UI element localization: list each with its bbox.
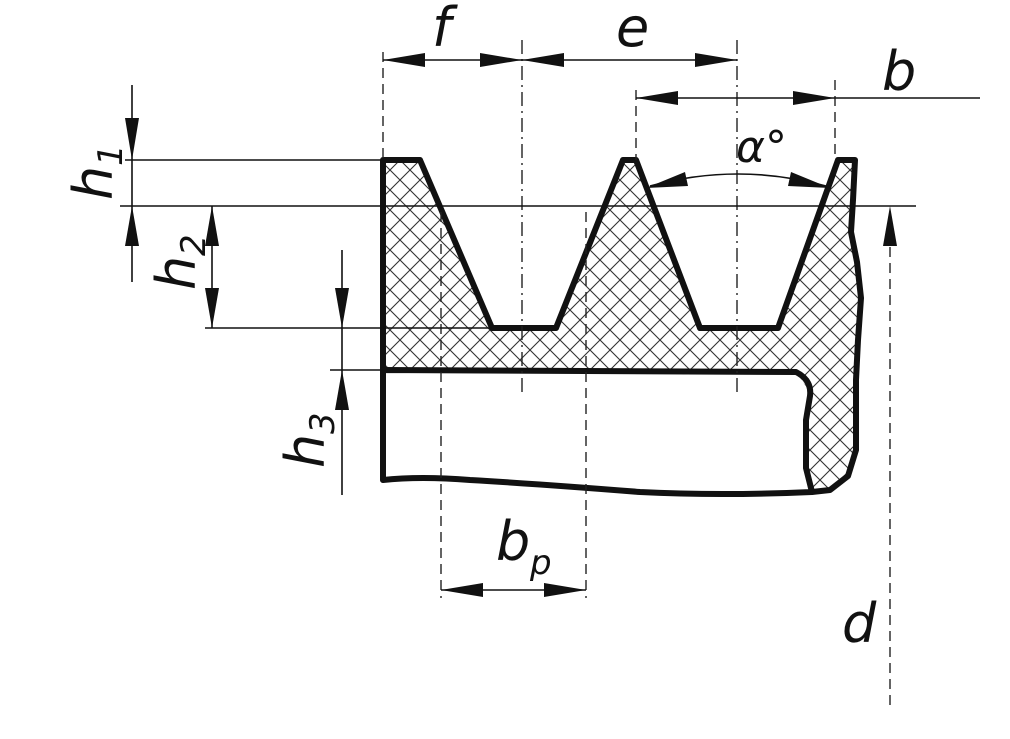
dim-h2-arrow-bottom — [205, 288, 219, 328]
dim-bp-arrow-left — [441, 583, 483, 597]
rim-outline — [380, 157, 864, 495]
dim-h3-arrow-bottom — [335, 370, 349, 410]
dim-alpha-arrow-right — [788, 172, 830, 188]
label-d: d — [842, 592, 877, 655]
label-h2: h 2 — [145, 234, 214, 290]
svg-text:h: h — [274, 434, 337, 468]
label-alpha: α° — [736, 122, 787, 173]
label-f: f — [432, 0, 458, 59]
dim-h1-arrow-bottom — [125, 206, 139, 246]
dim-h3-arrow-top — [335, 288, 349, 328]
dim-d-arrow — [883, 206, 897, 246]
svg-text:h: h — [145, 256, 208, 290]
svg-text:1: 1 — [91, 144, 131, 166]
svg-text:h: h — [62, 166, 125, 200]
svg-text:2: 2 — [174, 234, 214, 256]
dim-h1-arrow-top — [125, 118, 139, 160]
rim-section — [383, 160, 861, 492]
svg-text:p: p — [529, 543, 552, 583]
label-e: e — [616, 0, 649, 59]
label-bp: b p — [496, 510, 552, 583]
dim-h2-arrow-top — [205, 206, 219, 246]
dim-b-arrow-left — [636, 91, 678, 105]
dim-f-arrow-right — [480, 53, 522, 67]
dim-bp-arrow-right — [544, 583, 586, 597]
label-h1: h 1 — [62, 144, 131, 200]
label-b: b — [882, 40, 916, 103]
dim-alpha-arrow-left — [646, 172, 688, 188]
label-h3: h 3 — [274, 412, 343, 468]
dim-b-arrow-right — [793, 91, 835, 105]
dim-e-arrow-left — [522, 53, 564, 67]
dim-f-arrow-left — [383, 53, 425, 67]
web-body — [380, 367, 815, 497]
svg-text:3: 3 — [303, 412, 343, 434]
dim-e-arrow-right — [695, 53, 737, 67]
svg-text:b: b — [496, 510, 530, 573]
